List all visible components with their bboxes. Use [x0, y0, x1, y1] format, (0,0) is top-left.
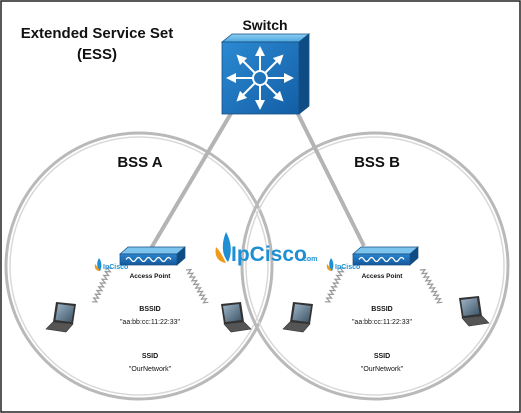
small-watermark-text: IpCisco — [335, 264, 360, 271]
bssid-value-b: "aa:bb:cc:11:22:33" — [352, 319, 413, 326]
ssid-label-a: SSID — [142, 353, 158, 360]
ipcisco-small-watermark: IpCisco — [326, 258, 360, 271]
ssid-value-b: "OurNetwork" — [361, 366, 404, 373]
bss-b-coverage-circle — [240, 131, 510, 401]
wireless-signal-icon — [419, 268, 443, 304]
laptop-icon — [45, 302, 76, 333]
switch-icon — [220, 33, 311, 115]
bss-b-label: BSS B — [354, 154, 400, 171]
ipcisco-logo-icon — [215, 232, 231, 263]
ssid-label-b: SSID — [374, 353, 390, 360]
wireless-signal-icon — [185, 268, 209, 304]
ipcisco-small-watermark: IpCisco — [94, 258, 128, 271]
bss-a-label: BSS A — [117, 154, 162, 171]
wireless-signal-icon — [91, 267, 113, 303]
access-point-label-a: Access Point — [130, 273, 172, 280]
ipcisco-watermark: IpCisco .com — [215, 232, 317, 266]
access-point-icon — [119, 246, 186, 266]
laptop-icon — [282, 302, 313, 333]
bssid-label-a: BSSID — [139, 306, 160, 313]
access-point-icon — [352, 246, 419, 266]
ess-title-line2: (ESS) — [77, 46, 117, 63]
switch-label: Switch — [242, 17, 287, 33]
bssid-value-a: "aa:bb:cc:11:22:33" — [120, 319, 181, 326]
bssid-label-b: BSSID — [371, 306, 392, 313]
laptop-icon — [221, 302, 252, 333]
ess-title-line1: Extended Service Set — [21, 25, 174, 42]
watermark-suffix: .com — [301, 256, 317, 263]
access-point-label-b: Access Point — [362, 273, 404, 280]
laptop-icon — [459, 296, 490, 327]
uplink-bss-a — [148, 108, 235, 252]
bss-a-coverage-circle — [4, 131, 274, 401]
ssid-value-a: "OurNetwork" — [129, 366, 172, 373]
wireless-signal-icon — [324, 267, 346, 303]
watermark-brand: IpCisco — [231, 243, 307, 266]
small-watermark-text: IpCisco — [103, 264, 128, 271]
uplink-bss-b — [294, 109, 366, 247]
